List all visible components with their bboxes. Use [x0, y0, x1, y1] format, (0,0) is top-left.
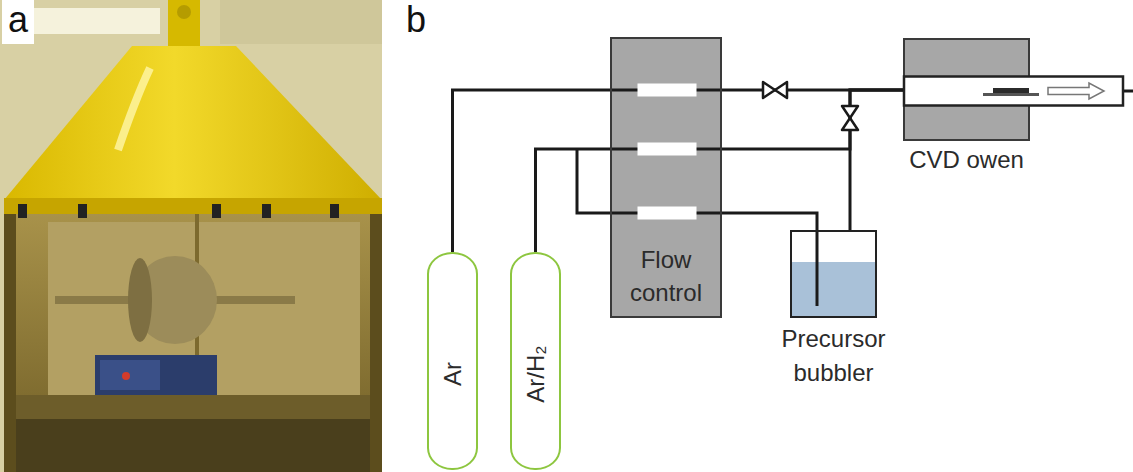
precursor-bubbler: Precursor bubbler [790, 230, 877, 318]
gas-line [453, 90, 611, 252]
quartz-tube [903, 75, 1125, 107]
gas-cylinder: Ar [427, 252, 478, 470]
gas-line [722, 90, 903, 149]
valve-symbol [763, 82, 787, 98]
node-label: Precursor bubbler [764, 322, 904, 389]
panel-letter: b [400, 0, 432, 44]
node-label: CVD owen [909, 143, 1024, 177]
valve-symbol [842, 106, 858, 130]
gas-line [722, 213, 817, 230]
node-label: Flow control [616, 243, 716, 310]
cvd-oven: CVD owen [903, 38, 1030, 141]
node-label: Ar/H₂ [519, 345, 553, 402]
node-label: Ar [436, 362, 470, 386]
gas-line [536, 149, 611, 252]
gas-cylinder: Ar/H₂ [510, 252, 561, 470]
panel-letter: a [2, 0, 34, 44]
flow-control-box: Flow control [610, 37, 722, 318]
lab-photo [0, 0, 382, 472]
gas-line [850, 90, 903, 230]
mass-flow-controllers [612, 39, 720, 316]
dip-tube [792, 232, 874, 315]
